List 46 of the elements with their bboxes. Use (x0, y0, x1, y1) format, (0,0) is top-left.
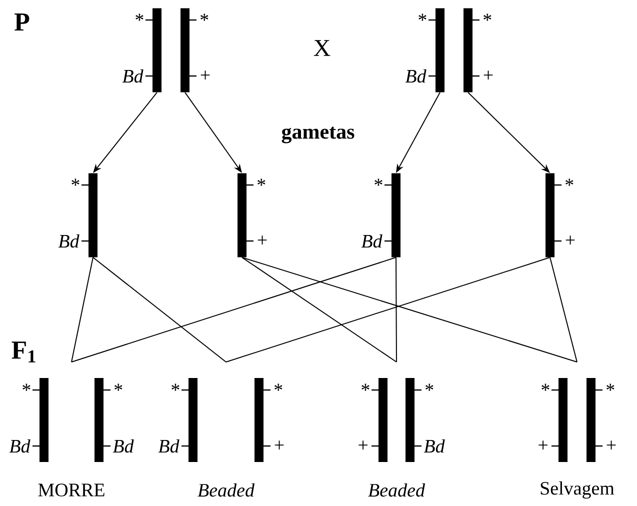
allele-label: * (374, 178, 392, 186)
line (242, 256, 397, 362)
phenotype-label: MORRE (38, 484, 104, 496)
phenotype-label: Selvagem (540, 481, 614, 499)
phenotype-label: Beaded (368, 483, 426, 497)
line (550, 256, 578, 362)
allele-label: * (72, 178, 88, 186)
allele-label: * (22, 384, 40, 391)
phenotype-label: Beaded (198, 483, 255, 497)
allele-label: * (414, 384, 434, 391)
allele-label: + (472, 70, 493, 80)
allele-label: + (554, 236, 575, 244)
allele-label: Bd (405, 69, 436, 83)
allele-label: Bd (158, 439, 188, 453)
allele-label: * (418, 14, 436, 21)
allele-label: * (136, 14, 152, 21)
allele-label: * (264, 384, 282, 391)
arrow (468, 92, 550, 173)
allele-label: * (542, 384, 558, 391)
allele-label: + (358, 440, 378, 450)
allele-label: * (362, 384, 378, 391)
allele-label: Bd (9, 439, 40, 453)
allele-label: * (190, 14, 208, 21)
cross-symbol: X (314, 40, 330, 56)
allele-label: Bd (122, 69, 152, 83)
generation-label: P (14, 13, 30, 31)
line (71, 256, 396, 362)
allele-label: * (104, 384, 122, 391)
allele-label: + (246, 236, 267, 244)
allele-label: + (190, 70, 210, 80)
allele-label: + (596, 440, 616, 450)
line (71, 256, 94, 362)
allele-label: * (172, 384, 188, 391)
allele-label: Bd (361, 234, 392, 248)
line (92, 256, 226, 362)
allele-label: Bd (104, 439, 134, 453)
heading: gametas (282, 126, 354, 144)
allele-label: + (264, 440, 284, 450)
allele-label: * (596, 384, 614, 391)
allele-label: + (538, 440, 558, 450)
allele-label: Bd (58, 234, 88, 248)
allele-label: Bd (414, 439, 445, 453)
line (396, 256, 397, 362)
allele-label: * (472, 14, 492, 21)
allele-label: * (246, 178, 266, 186)
allele-label: * (554, 178, 574, 186)
